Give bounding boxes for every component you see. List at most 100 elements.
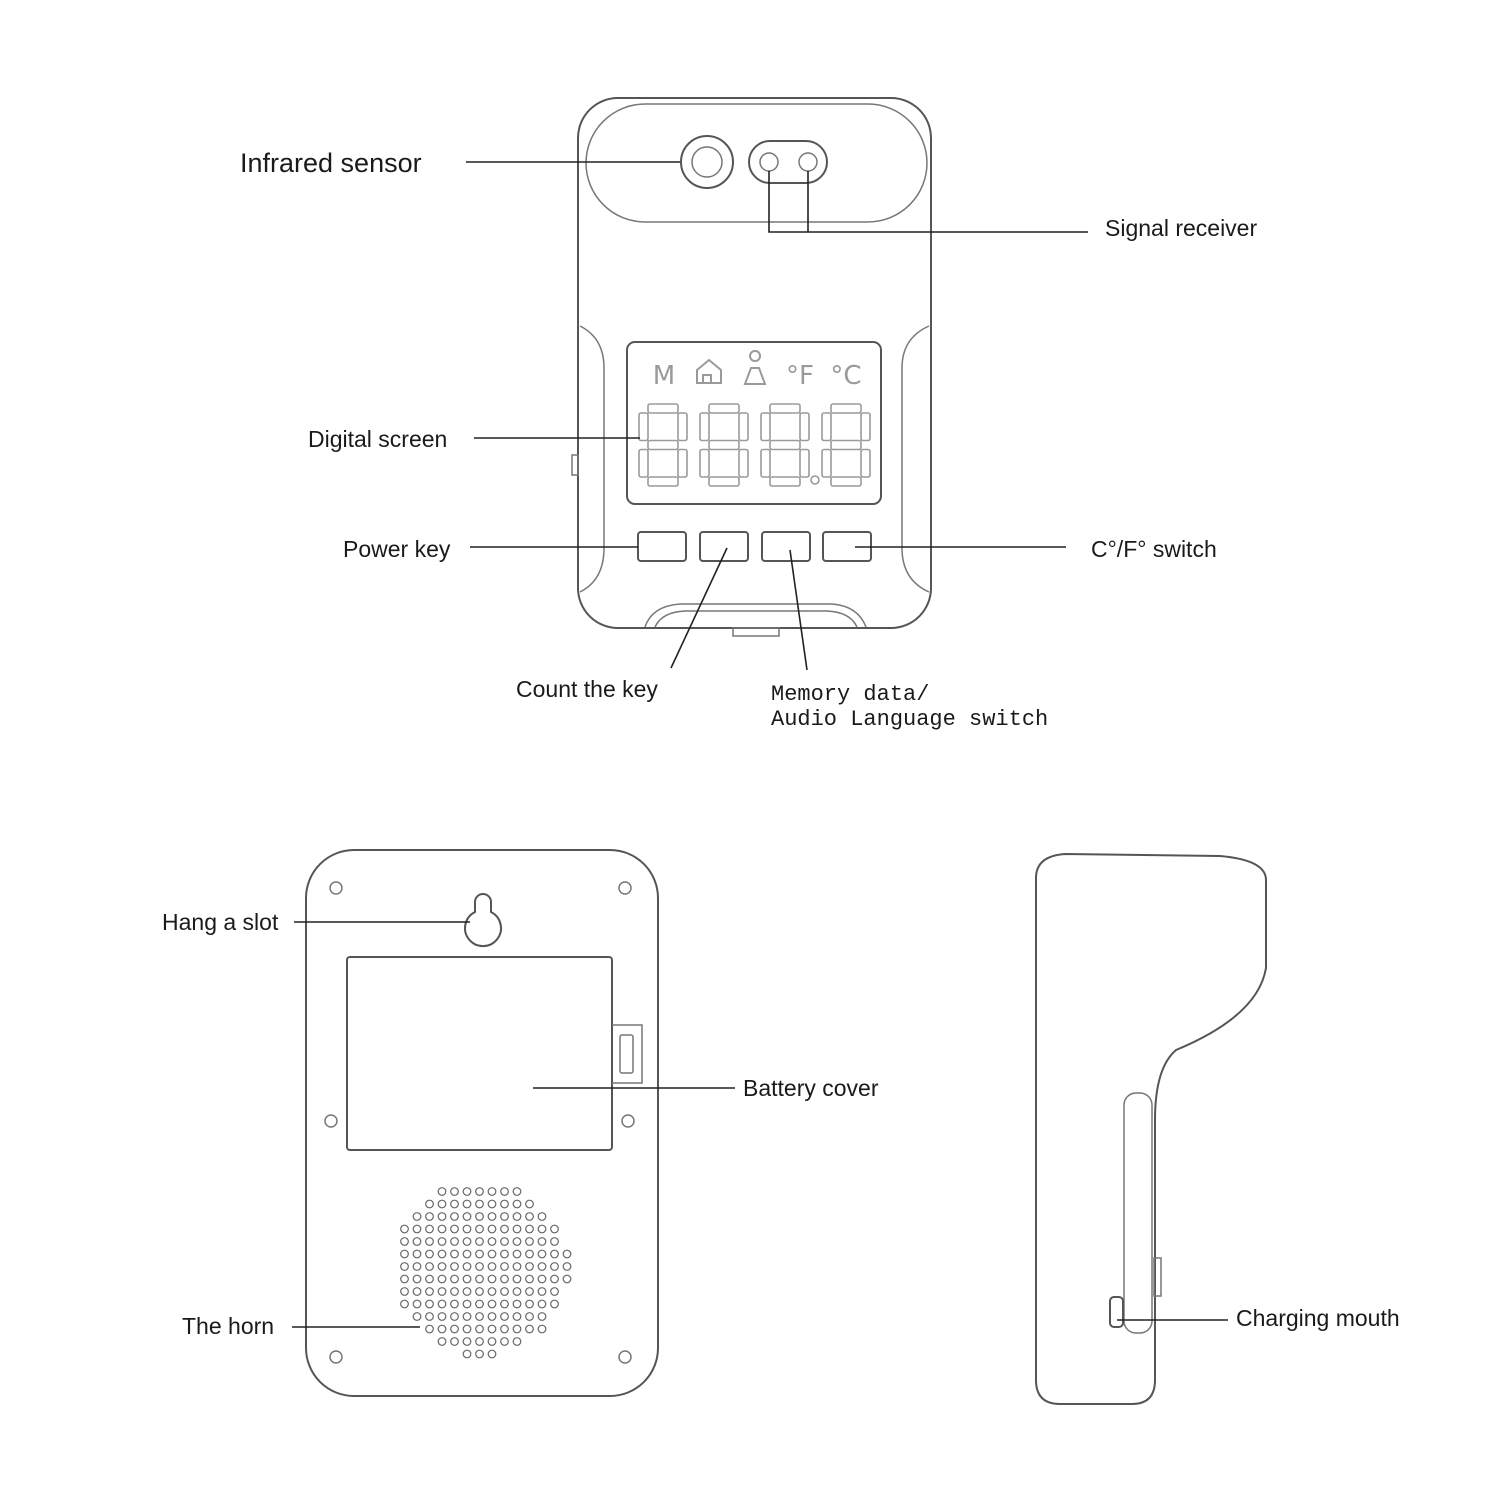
speaker-hole	[487, 1312, 497, 1321]
speaker-hole	[400, 1237, 409, 1246]
speaker-hole	[487, 1237, 497, 1246]
digit-segment	[738, 412, 749, 442]
left-grip	[579, 325, 605, 593]
speaker-hole	[400, 1299, 409, 1309]
speaker-hole	[562, 1262, 572, 1271]
speaker-hole	[400, 1274, 409, 1284]
side-view	[1035, 852, 1267, 1405]
speaker-hole	[487, 1262, 497, 1271]
digit-segment	[830, 439, 862, 451]
person-icon	[743, 350, 767, 385]
speaker-hole	[550, 1274, 559, 1284]
battery-latch-outer	[612, 1024, 643, 1084]
memory-key[interactable]	[761, 531, 811, 562]
speaker-hole	[500, 1337, 509, 1346]
speaker-hole	[462, 1287, 472, 1296]
speaker-hole	[412, 1237, 422, 1246]
speaker-hole	[525, 1274, 534, 1284]
speaker-hole	[412, 1274, 422, 1284]
horn-speaker-grille	[400, 1187, 572, 1359]
speaker-hole	[537, 1299, 547, 1309]
digit-segment	[860, 448, 871, 478]
speaker-hole	[525, 1299, 534, 1309]
home-icon	[696, 358, 722, 384]
speaker-hole	[412, 1224, 422, 1234]
memory-icon: M	[653, 361, 675, 391]
digit-segment	[647, 403, 679, 414]
hang-slot	[464, 893, 502, 948]
speaker-hole	[475, 1199, 484, 1209]
speaker-hole	[475, 1287, 484, 1296]
speaker-hole	[525, 1312, 534, 1321]
screw-hole	[324, 1114, 338, 1128]
speaker-hole	[475, 1299, 484, 1309]
side-panel	[1123, 1092, 1153, 1334]
speaker-hole	[550, 1262, 559, 1271]
battery-latch	[619, 1034, 634, 1074]
speaker-hole	[412, 1212, 422, 1221]
speaker-hole	[437, 1312, 447, 1321]
speaker-hole	[537, 1324, 547, 1334]
speaker-hole	[487, 1249, 497, 1259]
speaker-hole	[562, 1249, 572, 1259]
power-key[interactable]	[637, 531, 687, 562]
label-infrared-sensor: Infrared sensor	[240, 148, 422, 178]
speaker-hole	[437, 1199, 447, 1209]
sensor-head	[585, 103, 928, 223]
label-hang-slot: Hang a slot	[162, 909, 279, 935]
back-view	[305, 849, 659, 1397]
digit-segment	[677, 448, 688, 478]
speaker-hole	[512, 1237, 522, 1246]
count-key[interactable]	[699, 531, 749, 562]
speaker-hole	[425, 1249, 434, 1259]
speaker-hole	[450, 1237, 459, 1246]
speaker-hole	[525, 1237, 534, 1246]
speaker-hole	[500, 1324, 509, 1334]
label-charging-mouth: Charging mouth	[1236, 1305, 1400, 1331]
speaker-hole	[450, 1224, 459, 1234]
bottom-arch-outer	[644, 603, 867, 628]
speaker-hole	[487, 1224, 497, 1234]
speaker-hole	[500, 1249, 509, 1259]
speaker-hole	[562, 1274, 572, 1284]
speaker-hole	[537, 1212, 547, 1221]
digit-segment	[638, 448, 649, 478]
speaker-hole	[487, 1337, 497, 1346]
speaker-hole	[462, 1337, 472, 1346]
digit-segment	[821, 448, 832, 478]
speaker-hole	[537, 1224, 547, 1234]
speaker-hole	[425, 1262, 434, 1271]
celsius-icon: °C	[830, 361, 861, 391]
speaker-hole	[462, 1212, 472, 1221]
speaker-hole	[437, 1224, 447, 1234]
label-power-key: Power key	[343, 536, 451, 562]
speaker-hole	[437, 1249, 447, 1259]
speaker-hole	[450, 1249, 459, 1259]
speaker-hole	[450, 1187, 459, 1196]
digit-segment	[708, 476, 740, 487]
speaker-hole	[462, 1249, 472, 1259]
speaker-hole	[437, 1287, 447, 1296]
speaker-hole	[475, 1237, 484, 1246]
digit-segment	[769, 439, 801, 451]
digit-segment	[769, 403, 801, 414]
speaker-hole	[500, 1287, 509, 1296]
speaker-hole	[487, 1287, 497, 1296]
speaker-hole	[525, 1199, 534, 1209]
screw-hole	[621, 1114, 635, 1128]
speaker-hole	[450, 1337, 459, 1346]
speaker-hole	[500, 1199, 509, 1209]
speaker-hole	[450, 1212, 459, 1221]
speaker-hole	[512, 1224, 522, 1234]
speaker-hole	[475, 1262, 484, 1271]
speaker-hole	[462, 1349, 472, 1359]
speaker-hole	[525, 1212, 534, 1221]
speaker-hole	[462, 1324, 472, 1334]
digit-segment	[760, 412, 771, 442]
label-battery-cover: Battery cover	[743, 1075, 879, 1101]
speaker-hole	[512, 1324, 522, 1334]
screw-hole	[329, 1350, 343, 1364]
speaker-hole	[400, 1224, 409, 1234]
